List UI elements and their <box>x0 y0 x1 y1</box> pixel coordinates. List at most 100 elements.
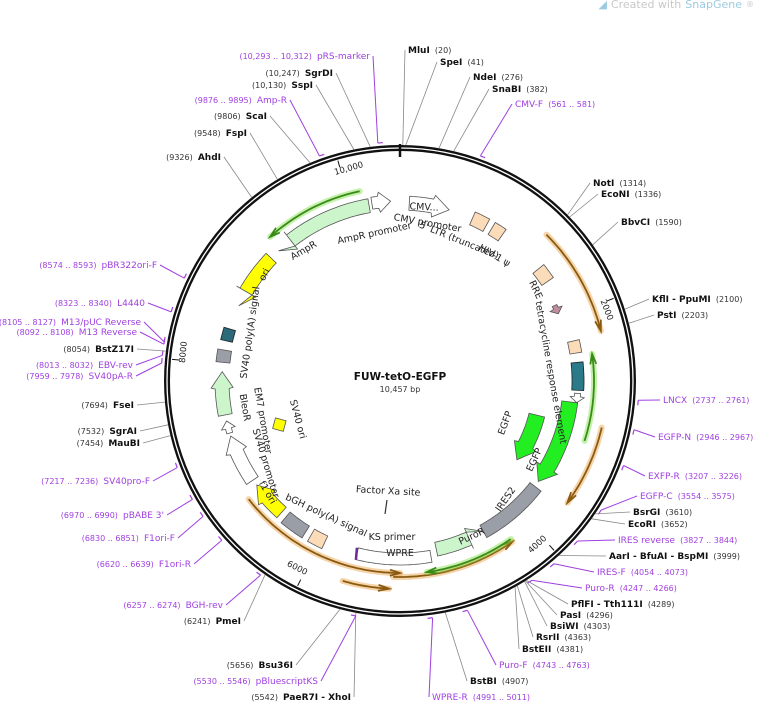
site-label[interactable]: KflI - PpuMI (2100) <box>652 295 742 305</box>
primer-site-m13-reverse[interactable]: (8092 .. 8108) M13 Reverse <box>17 328 166 345</box>
sv40-promoter-feature[interactable] <box>225 435 259 486</box>
enzyme-site-bstz17i[interactable]: (8054) BstZ17I <box>63 345 166 355</box>
site-label[interactable]: (7454) MauBI <box>77 439 140 449</box>
primer-site-ires-f[interactable]: IRES-F (4054 .. 4073) <box>549 563 688 578</box>
site-label[interactable]: PflFI - Tth111I (4289) <box>571 600 674 610</box>
site-label[interactable]: (7532) SgrAI <box>78 427 137 437</box>
enzyme-site-ndei[interactable]: NdeI (276) <box>438 73 523 149</box>
cmv-enhancer-feature[interactable] <box>408 194 450 218</box>
feature-label[interactable]: CMV... <box>409 201 439 214</box>
primer-site-cmv-f[interactable]: CMV-F (561 .. 581) <box>479 100 595 159</box>
site-label[interactable]: BstEII (4381) <box>522 645 583 655</box>
enzyme-site-bsiwi[interactable]: BsiWI (4303) <box>524 581 611 632</box>
site-label[interactable]: (7217 .. 7236) SV40pro-F <box>41 477 150 487</box>
site-label[interactable]: PasI (4296) <box>560 611 613 621</box>
site-label[interactable]: (10,130) SspI <box>252 81 313 91</box>
primer-site-puro-f[interactable]: Puro-F (4743 .. 4763) <box>462 609 590 671</box>
site-label[interactable]: (7959 .. 7978) SV40pA-R <box>26 372 133 382</box>
site-label[interactable]: EGFP-N (2946 .. 2967) <box>658 433 753 443</box>
site-label[interactable]: (9548) FspI <box>194 129 247 139</box>
tre-direction-line[interactable] <box>583 353 595 442</box>
ori-feature[interactable] <box>236 252 277 307</box>
feature-label[interactable]: PuroR <box>457 526 487 548</box>
primer-site-f1ori-f[interactable]: (6830 .. 6851) F1ori-F <box>82 511 204 544</box>
lac-operator-feature[interactable] <box>220 326 236 343</box>
primer-site-pbabe-3-[interactable]: (6970 .. 6990) pBABE 3' <box>61 494 193 521</box>
site-label[interactable]: (6257 .. 6274) BGH-rev <box>123 601 223 611</box>
primer-site-pbluescriptks[interactable]: (5530 .. 5546) pBluescriptKS <box>193 614 357 687</box>
enzyme-site-pflfi-tth111i[interactable]: PflFI - Tth111I (4289) <box>526 580 674 610</box>
site-label[interactable]: LNCX (2737 .. 2761) <box>663 396 749 406</box>
enzyme-site-rsrii[interactable]: RsrII (4363) <box>516 585 591 643</box>
ampr-direction-line[interactable] <box>269 190 360 238</box>
enzyme-site-sgrdi[interactable]: (10,247) SgrDI <box>265 69 371 148</box>
em7-promoter-feature[interactable] <box>220 420 236 435</box>
tre-repeats-feature[interactable] <box>570 361 585 392</box>
enzyme-site-econi[interactable]: EcoNI (1336) <box>569 190 662 218</box>
puror-feature[interactable] <box>434 527 484 557</box>
site-label[interactable]: (9876 .. 9895) Amp-R <box>195 96 287 106</box>
enzyme-site-psti[interactable]: PstI (2203) <box>628 311 708 324</box>
enzyme-site-snabi[interactable]: SnaBI (382) <box>453 85 548 152</box>
enzyme-site-fspi[interactable]: (9548) FspI <box>194 129 278 180</box>
cppt-feature[interactable] <box>549 303 563 315</box>
tre-minimal-promoter-feature[interactable] <box>569 392 586 404</box>
feature-label[interactable]: SV40 poly(A) signal <box>239 286 263 379</box>
site-label[interactable]: (9806) ScaI <box>214 112 267 122</box>
primer-site-wpre-r[interactable]: WPRE-R (4991 .. 5011) <box>427 617 530 703</box>
enzyme-site-bbvci[interactable]: BbvCI (1590) <box>592 218 682 246</box>
primer-site-puro-r[interactable]: Puro-R (4247 .. 4266) <box>527 579 677 594</box>
enzyme-site-pasi[interactable]: PasI (4296) <box>525 580 613 621</box>
rre-feature[interactable] <box>532 264 554 286</box>
feature-label[interactable]: Factor Xa site <box>356 484 421 498</box>
primer-site-pbr322ori-f[interactable]: (8574 .. 8593) pBR322ori-F <box>39 261 187 279</box>
site-label[interactable]: (8323 .. 8340) L4440 <box>55 299 145 309</box>
bgh-gray-feature[interactable] <box>280 511 310 539</box>
enzyme-site-kfli-ppumi[interactable]: KflI - PpuMI (2100) <box>624 295 743 310</box>
site-label[interactable]: SpeI (41) <box>440 58 484 68</box>
ampr-promoter-feature[interactable] <box>370 191 392 213</box>
hiv-psi-feature[interactable] <box>487 221 507 242</box>
feature-label[interactable]: BleoR <box>237 393 253 422</box>
site-label[interactable]: PstI (2203) <box>657 311 708 321</box>
site-label[interactable]: (5530 .. 5546) pBluescriptKS <box>193 677 318 687</box>
ampr-feature[interactable] <box>278 198 371 252</box>
site-label[interactable]: CMV-F (561 .. 581) <box>515 100 595 110</box>
site-label[interactable]: (6970 .. 6990) pBABE 3' <box>61 511 164 521</box>
site-label[interactable]: (8574 .. 8593) pBR322ori-F <box>39 261 157 271</box>
ltr-feature[interactable] <box>469 211 491 232</box>
puror-direction-line[interactable] <box>426 538 512 573</box>
orf-arc-3[interactable] <box>393 540 513 578</box>
site-label[interactable]: (8054) BstZ17I <box>63 345 134 355</box>
site-label[interactable]: EGFP-C (3554 .. 3575) <box>640 492 735 502</box>
site-label[interactable]: (10,247) SgrDI <box>265 69 333 79</box>
feature-label[interactable]: EGFP <box>496 409 515 436</box>
sv40-ori-feature[interactable] <box>272 417 287 432</box>
site-label[interactable]: (10,293 .. 10,312) pRS-marker <box>239 52 370 62</box>
enzyme-site-ahdi[interactable]: (9326) AhdI <box>166 153 253 198</box>
site-label[interactable]: MluI (20) <box>408 46 451 56</box>
site-label[interactable]: SnaBI (382) <box>492 85 548 95</box>
enzyme-site-bsrgi[interactable]: BsrGI (3610) <box>594 508 692 518</box>
site-label[interactable]: EXFP-R (3207 .. 3226) <box>648 472 742 482</box>
site-label[interactable]: BsrGI (3610) <box>633 508 692 518</box>
enzyme-site-sspi[interactable]: (10,130) SspI <box>252 81 355 150</box>
bgh-polya-feature[interactable] <box>306 528 329 550</box>
primer-site-bgh-rev[interactable]: (6257 .. 6274) BGH-rev <box>123 571 261 611</box>
primer-site-exfp-r[interactable]: EXFP-R (3207 .. 3226) <box>621 465 742 483</box>
tre-box-feature[interactable] <box>567 339 583 355</box>
wpre-feature[interactable] <box>355 547 433 566</box>
site-label[interactable]: BstBI (4907) <box>470 677 528 687</box>
site-label[interactable]: NotI (1314) <box>593 179 646 189</box>
enzyme-site-bsteii[interactable]: BstEII (4381) <box>514 587 583 655</box>
bleor-feature[interactable] <box>210 370 234 417</box>
enzyme-site-pmei[interactable]: (6241) PmeI <box>184 574 266 627</box>
site-label[interactable]: AarI - BfuAI - BspMI (3999) <box>609 552 740 562</box>
site-label[interactable]: Puro-F (4743 .. 4763) <box>499 661 590 671</box>
feature-label[interactable]: WPRE <box>386 548 414 559</box>
site-label[interactable]: (6620 .. 6639) F1ori-R <box>97 560 191 570</box>
site-label[interactable]: (6241) PmeI <box>184 617 241 627</box>
enzyme-site-mlui[interactable]: MluI (20) <box>402 46 452 146</box>
egfp-inner-feature[interactable] <box>513 412 546 461</box>
orf-arc-1[interactable] <box>545 233 602 332</box>
